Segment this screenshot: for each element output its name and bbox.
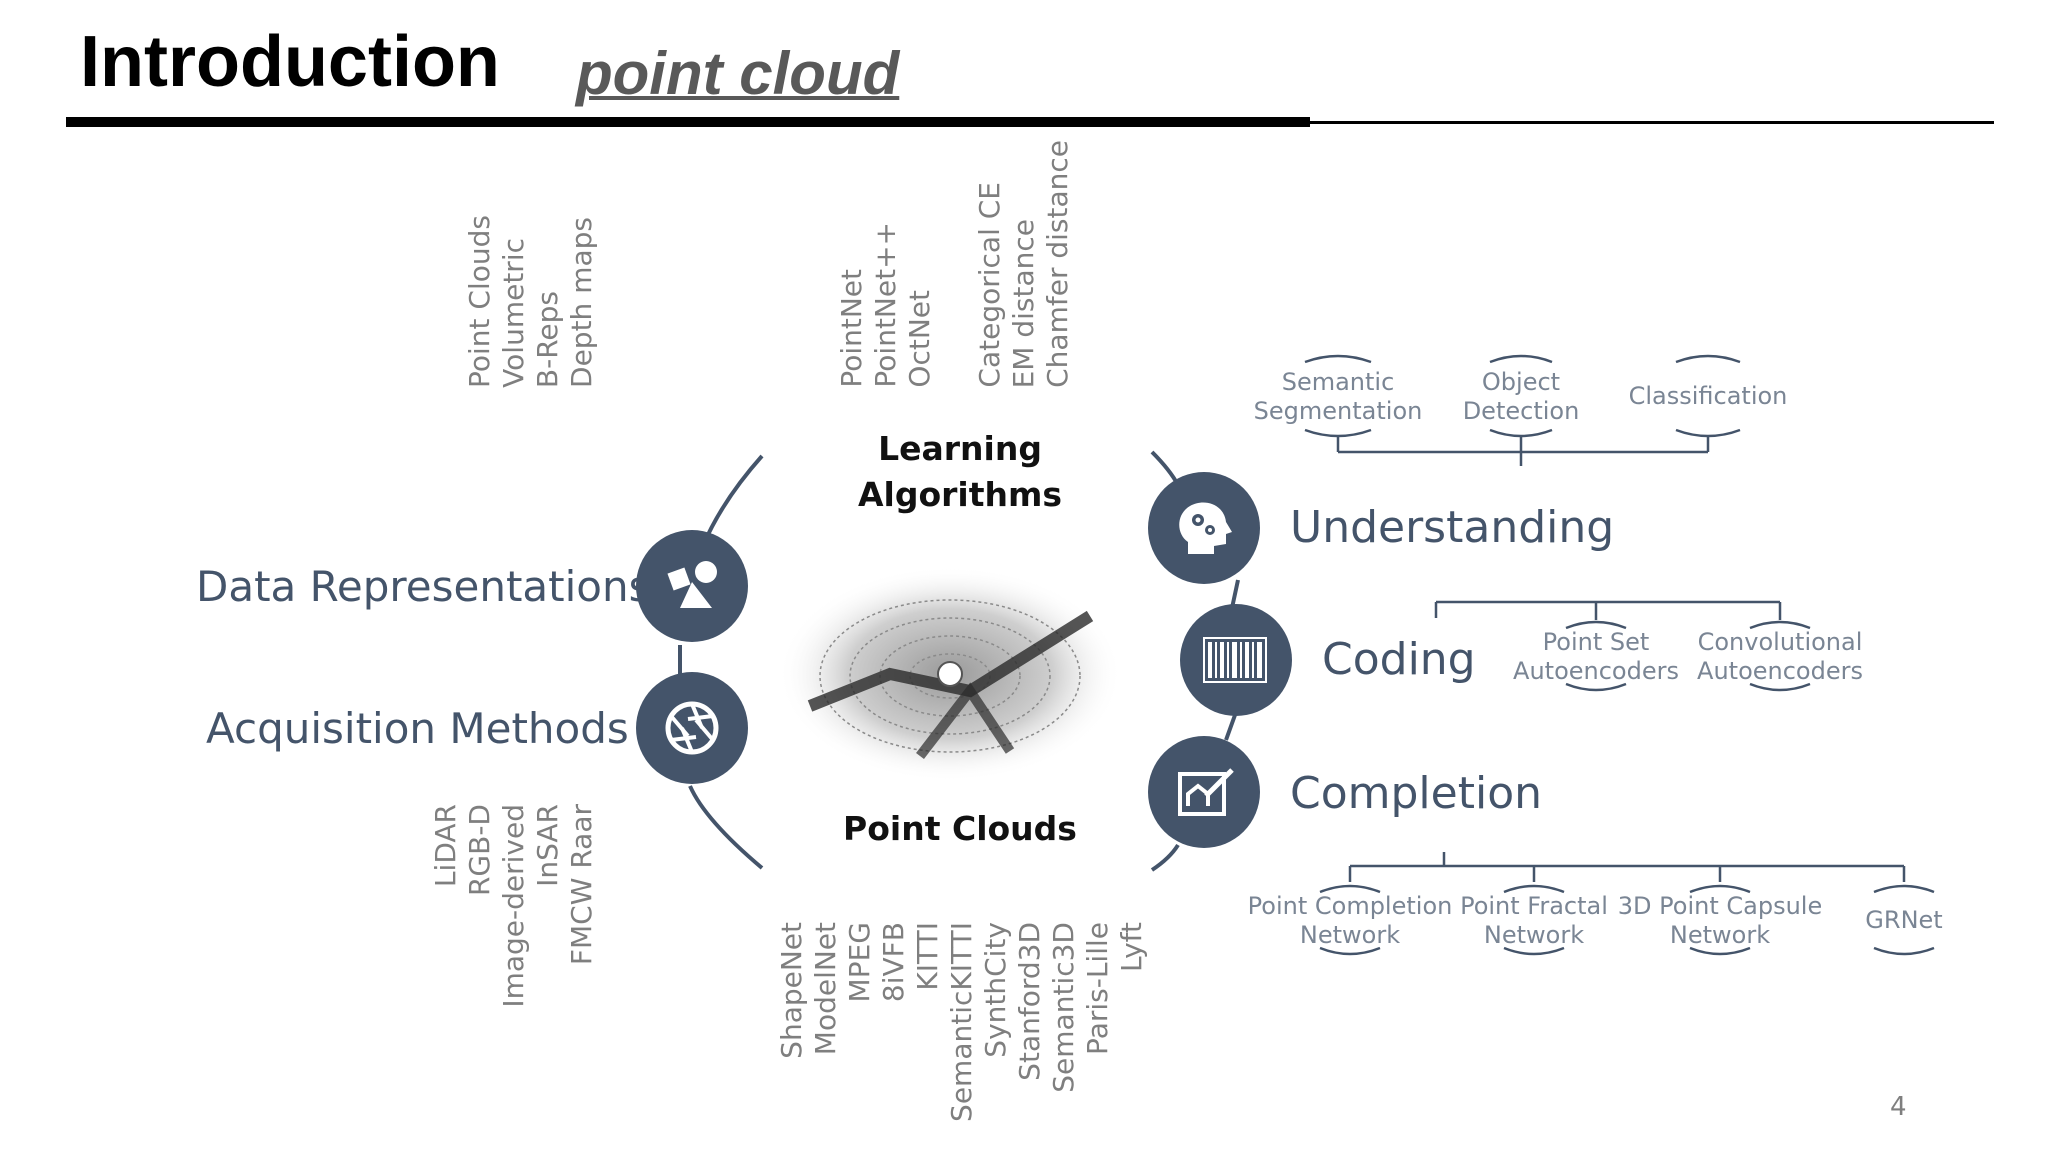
list-item: KITTI [911, 921, 944, 991]
page-subtitle: point cloud [576, 40, 900, 107]
list-item: PointNet++ [869, 222, 902, 388]
list-item: LiDAR [429, 804, 462, 888]
list-item: Lyft [1115, 922, 1148, 972]
list-item: PointNet [835, 269, 868, 388]
completion-child: GRNet [1865, 906, 1943, 934]
completion-child: Point Completion Network [1247, 892, 1453, 949]
list-item: SemanticKITTI [945, 921, 978, 1122]
list-item: Semantic3D [1047, 921, 1080, 1093]
list-item: Image-derived [497, 804, 530, 1008]
right-arc-bottom [1150, 843, 1180, 872]
list-item: RGB-D [463, 804, 496, 897]
page-number: 4 [1890, 1092, 1907, 1122]
acquisition-methods-label: Acquisition Methods [206, 704, 629, 753]
data-representations-label: Data Representations [196, 562, 651, 611]
chart-pencil-icon [1148, 736, 1260, 848]
left-arc-bottom [688, 785, 764, 870]
list-item: B-Reps [531, 290, 564, 388]
list-item: Depth maps [565, 217, 598, 388]
learning-algorithms-label: Learning Algorithms [857, 429, 1063, 515]
coding-label: Coding [1322, 634, 1476, 685]
list-item: Paris-Lille [1081, 921, 1114, 1055]
understanding-child: Semantic Segmentation [1253, 368, 1423, 425]
list-item: MPEG [843, 921, 876, 1003]
camera-aperture-icon [636, 672, 748, 784]
point-clouds-label: Point Clouds [843, 809, 1077, 848]
understanding-label: Understanding [1290, 502, 1615, 553]
right-connector-2 [1224, 714, 1237, 741]
list-item: EM distance [1007, 218, 1040, 388]
list-item: Categorical CE [973, 182, 1006, 388]
coding-child: Convolutional Autoencoders [1697, 628, 1863, 685]
understanding-child: Classification [1628, 382, 1788, 410]
coding-child: Point Set Autoencoders [1513, 628, 1679, 685]
list-item: Chamfer distance [1041, 140, 1074, 388]
right-connector-1 [1230, 579, 1240, 609]
shapes-icon [636, 530, 748, 642]
completion-tree [1319, 852, 1935, 956]
list-item: 8iVFB [877, 922, 910, 1003]
list-item: FMCW Raar [565, 804, 598, 966]
list-item: Point Clouds [463, 215, 496, 388]
understanding-child: Object Detection [1462, 368, 1580, 425]
completion-label: Completion [1290, 768, 1543, 819]
list-item: InSAR [531, 804, 564, 887]
barcode-icon [1180, 604, 1292, 716]
point-cloud-image [778, 566, 1122, 782]
completion-child: 3D Point Capsule Network [1617, 892, 1823, 949]
list-item: SynthCity [979, 922, 1012, 1058]
list-item: Volumetric [497, 238, 530, 388]
list-item: ModelNet [809, 921, 842, 1056]
completion-child: Point Fractal Network [1460, 892, 1608, 949]
coding-tree [1434, 600, 1811, 692]
brain-gears-icon [1148, 472, 1260, 584]
title-rule-thick [66, 117, 1310, 127]
title-rule-thin [1310, 121, 1994, 124]
list-item: ShapeNet [775, 922, 808, 1059]
page-title: Introduction [80, 22, 500, 102]
understanding-tree [1304, 354, 1741, 466]
list-item: OctNet [903, 290, 936, 388]
list-item: Stanford3D [1013, 922, 1046, 1081]
